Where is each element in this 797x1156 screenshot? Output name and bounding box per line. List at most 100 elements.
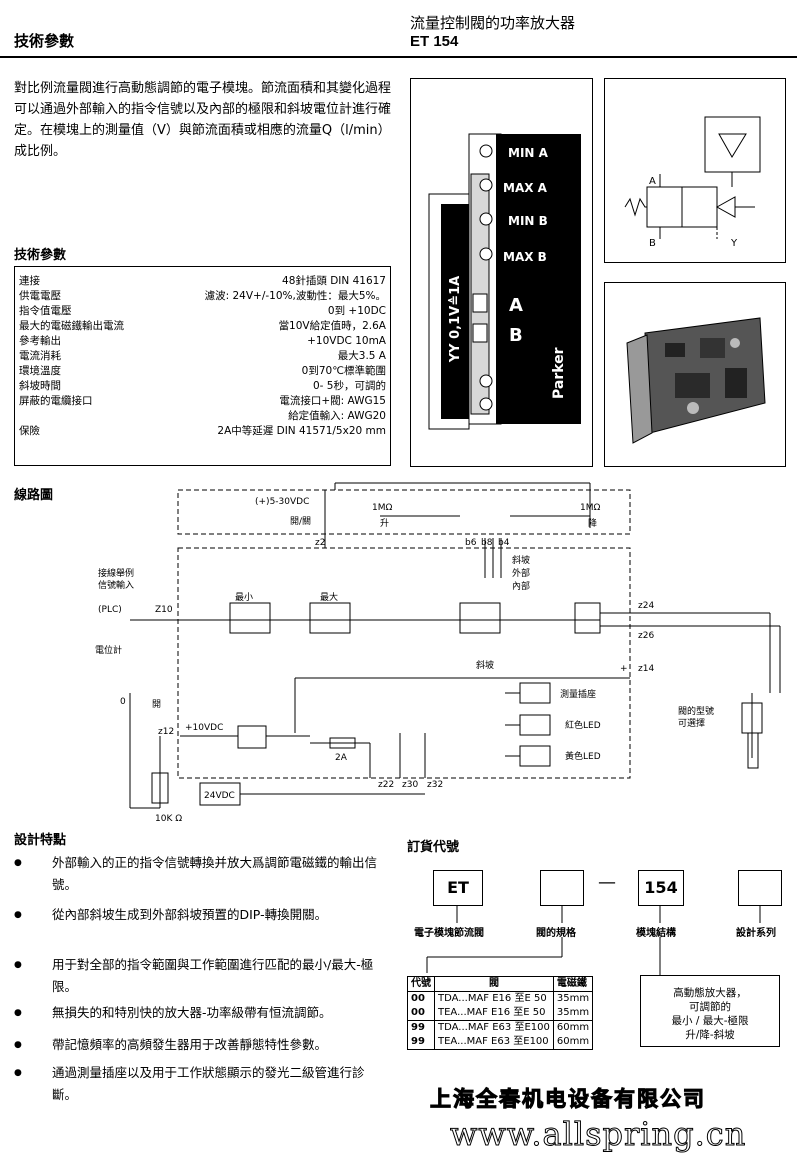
order-table-cell: 35mm [552,1006,593,1021]
module-photo-frame [604,282,786,467]
order-table-header-cell: 代號 [408,977,435,992]
pot-min-a[interactable] [479,144,493,158]
circ-z14: z14 [638,664,654,674]
valve-port-b: B [649,238,656,249]
spec-row: 屏蔽的電纜接口電流接口+閥: AWG15 [15,394,390,409]
spec-label: 電流消耗 [19,350,61,362]
order-connector-lines [426,905,761,975]
order-table-cell: 60mm [552,1035,593,1049]
meas-socket-a [472,293,488,313]
panel-label-b: B [509,325,523,346]
circ-z26: z26 [638,631,654,641]
feature-text: 從內部斜坡生成到外部斜坡預置的DIP-轉換開關。 [52,907,328,922]
circ-24v: 24VDC [204,791,235,801]
order-label-4: 設計系列 [736,928,776,939]
spec-value: 0到 +10DC [327,305,386,317]
circ-10k: 10K Ω [155,814,182,824]
spec-value: 0到70℃標準範圍 [301,365,386,377]
circ-z24: z24 [638,601,654,611]
order-table-cell: 35mm [552,991,593,1006]
spec-row: 電流消耗 最大3.5 A [15,349,390,364]
order-table-cell: 00 [411,1007,425,1018]
spec-row: 指令值電壓 0到 +10DC [15,304,390,319]
order-table-cell: 99 [411,1036,425,1047]
feature-text: 用于對全部的指令範圍與工作範圍進行匹配的最小/最大-極限。 [52,957,374,994]
circ-open: 開 [152,699,161,710]
circ-up: 升 [380,518,389,529]
circ-z10: Z10 [155,605,173,615]
circ-r-up: 1MΩ [372,503,392,513]
feature-text: 無損失的和特別快的放大器-功率級帶有恒流調節。 [52,1005,332,1020]
bullet-icon: ● [14,960,22,970]
panel-brand: Parker [551,347,567,399]
product-title: 流量控制閥的功率放大器 [410,14,576,32]
pot-max-b[interactable] [479,247,493,261]
panel-label-max-a: MAX A [503,181,548,195]
circ-supply: (+)5-30VDC [255,497,309,507]
panel-side-label: YY 0,1V≙1A [448,276,463,363]
order-table-cell: TEA...MAF E63 至E100 [434,1035,554,1049]
order-box-154: 154 [638,870,684,906]
circ-meas: 測量插座 [560,688,596,700]
circ-ramp-ext3: 內部 [512,580,530,592]
circ-ramp: 斜坡 [476,659,494,671]
pot-ramp-down[interactable] [479,397,493,411]
spec-value: 給定值輸入: AWG20 [288,410,386,422]
pot-ramp-up[interactable] [479,374,493,388]
order-table-cell: 00 [411,993,425,1004]
bullet-icon: ● [14,910,22,920]
circ-valve-note2: 可選擇 [678,717,705,729]
circ-yellow-led: 黃色LED [565,750,601,762]
pot-min-b[interactable] [479,212,493,226]
circ-b4: b4 [498,538,510,548]
spec-row: 保險 2A中等延遲 DIN 41571/5x20 mm [15,424,390,439]
circ-red-led: 紅色LED [565,719,601,731]
panel-label-a: A [509,295,523,316]
structure-note-line: 最小 / 最大-極限 [671,1015,749,1027]
order-label-1: 電子模塊節流閥 [414,928,484,939]
spec-row: 供電電壓 濾波: 24V+/-10%,波動性：最大5%。 [15,289,390,304]
spec-value: 濾波: 24V+/-10%,波動性：最大5%。 [204,290,386,302]
spec-label: 指令值電壓 [19,305,72,317]
feature-text: 帶記憶頻率的高頻發生器用于改善靜態特性參數。 [52,1037,328,1052]
spec-label: 最大的電磁鐵輸出電流 [19,320,124,332]
spec-value: 當10V給定值時，2.6A [278,320,386,332]
panel-label-min-b: MIN B [508,214,548,228]
structure-note-line: 可調節的 [689,1001,731,1013]
spec-value: 2A中等延遲 DIN 41571/5x20 mm [217,425,386,437]
order-table-header-cell: 電磁鐵 [552,977,593,992]
page-section-title: 技術參數 [14,32,75,50]
spec-value: 最大3.5 A [337,350,386,362]
meas-socket-b [472,323,488,343]
panel-label-max-b: MAX B [503,250,547,264]
valve-symbol-frame: A B Y [604,78,786,263]
circ-fuse: 2A [335,753,348,763]
spec-row: 參考輸出+10VDC 10mA [15,334,390,349]
order-table-cell: TDA...MAF E16 至E 50 [434,991,554,1006]
spec-label: 保險 [19,425,40,437]
pot-max-a[interactable] [479,178,493,192]
spec-label: 供電電壓 [19,290,61,302]
order-box-series [738,870,782,906]
bullet-icon: ● [14,858,22,868]
order-table-cell: 99 [408,1020,435,1035]
order-table-cell: TEA...MAF E16 至E 50 [434,1006,554,1021]
bullet-icon: ● [14,1068,22,1078]
feature-text: 外部輸入的正的指令信號轉換并放大爲調節電磁鐵的輸出信號。 [52,855,378,892]
circ-plus: + [620,664,628,674]
panel-label-min-a: MIN A [508,146,549,160]
spec-label: 屏蔽的電纜接口 [19,395,93,407]
circ-ref: +10VDC [185,723,223,733]
circ-r-down: 1MΩ [580,503,600,513]
spec-label: 斜坡時間 [19,380,61,392]
order-label-2: 閥的規格 [536,928,576,939]
